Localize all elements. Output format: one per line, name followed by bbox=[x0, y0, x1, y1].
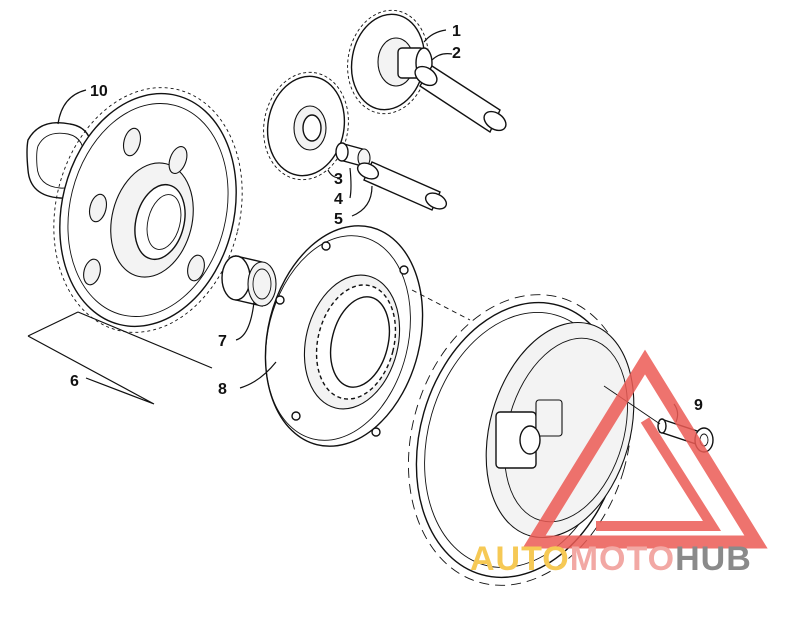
part-5-shaft bbox=[356, 161, 448, 211]
leader-3 bbox=[327, 169, 341, 179]
leader-6-bracket bbox=[27, 311, 213, 405]
part-8-clutch-plate bbox=[264, 225, 424, 447]
part-2-shaft bbox=[414, 65, 507, 134]
flywheel-housing bbox=[408, 294, 635, 586]
callout-2: 2 bbox=[452, 45, 461, 62]
part-4-bushing bbox=[335, 142, 371, 168]
callout-5: 5 bbox=[334, 211, 343, 228]
callout-3: 3 bbox=[334, 171, 343, 188]
part-3-idler-gear bbox=[263, 71, 349, 181]
watermark-auto: AUTO bbox=[470, 540, 570, 578]
leader-10 bbox=[57, 89, 87, 125]
leader-4 bbox=[349, 167, 352, 199]
watermark-moto: MOTO bbox=[570, 540, 675, 578]
watermark-text: AUTOMOTOHUB bbox=[470, 540, 752, 578]
callout-6: 6 bbox=[70, 373, 79, 390]
part-1-small-gear bbox=[347, 9, 433, 115]
part-6-starter-gear bbox=[53, 87, 243, 333]
watermark-logo bbox=[522, 349, 768, 549]
leader-8 bbox=[239, 361, 277, 389]
bolt-axis-line bbox=[603, 385, 661, 425]
part-7-needle-bearing bbox=[221, 255, 277, 307]
leader-5 bbox=[351, 185, 373, 217]
leader-1 bbox=[423, 29, 447, 43]
callout-1: 1 bbox=[452, 23, 461, 40]
watermark-hub: HUB bbox=[675, 540, 752, 578]
callout-4: 4 bbox=[334, 191, 343, 208]
leader-7 bbox=[235, 301, 255, 341]
callout-10: 10 bbox=[90, 83, 108, 100]
leader-2 bbox=[431, 53, 453, 61]
callout-7: 7 bbox=[218, 333, 227, 350]
callout-9: 9 bbox=[694, 397, 703, 414]
assembly-axis-line bbox=[411, 289, 471, 321]
callout-8: 8 bbox=[218, 381, 227, 398]
